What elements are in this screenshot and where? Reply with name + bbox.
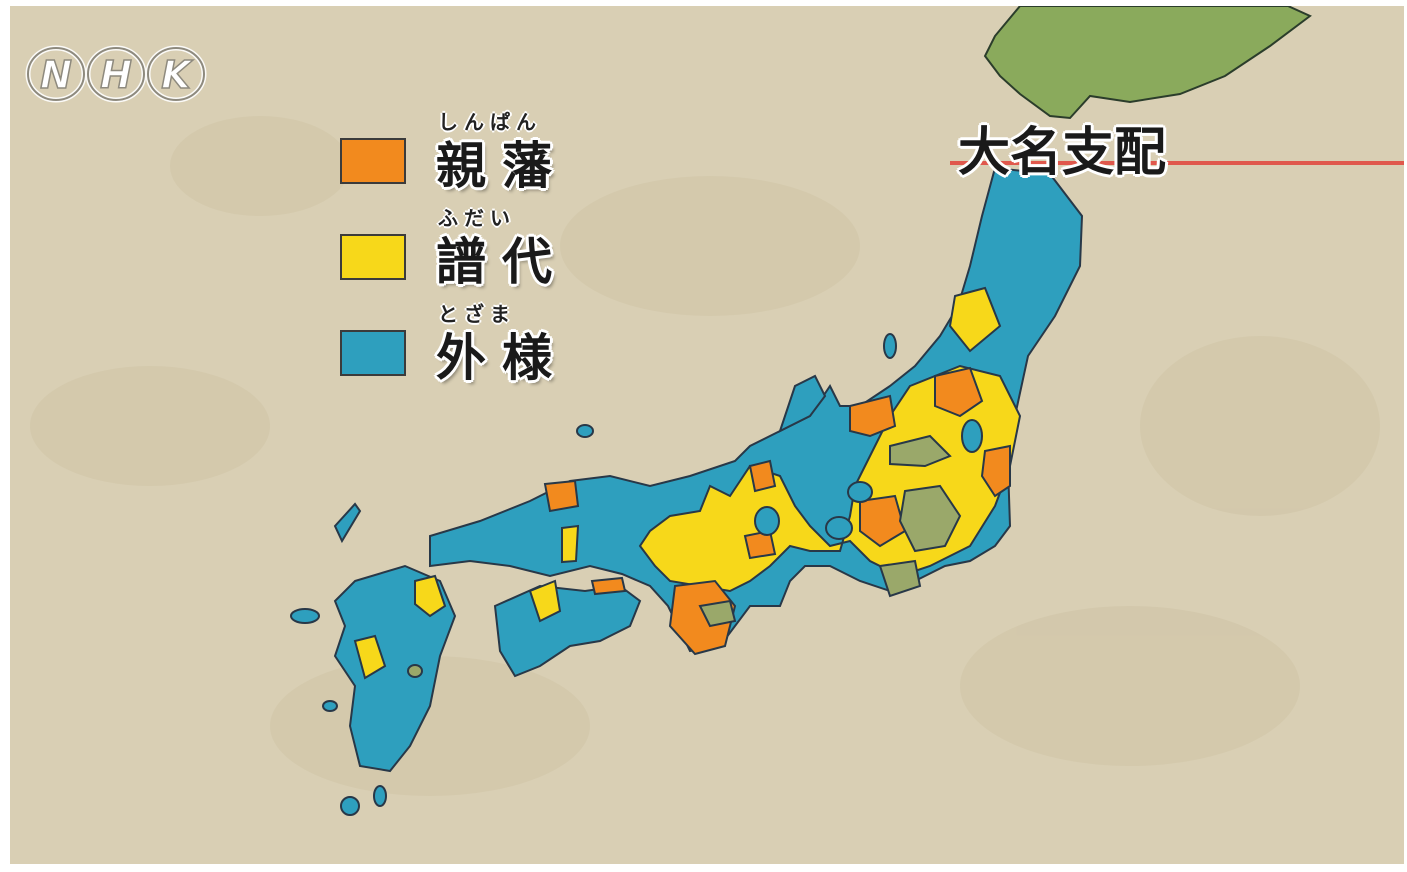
title-underline <box>950 161 1404 165</box>
map-title: 大名支配 <box>958 123 1167 183</box>
legend-ruby-tozama: とざま <box>438 302 516 326</box>
hokkaido-region <box>983 6 1312 120</box>
legend-swatch-shinpan <box>340 138 406 184</box>
legend-swatch-tozama <box>340 330 406 376</box>
islands <box>290 333 897 816</box>
japan-map <box>30 6 1380 816</box>
legend-row-fudai: ふだい 譜代 <box>340 202 600 292</box>
kyushu-region <box>333 564 457 773</box>
parchment-texture <box>30 116 1380 796</box>
logo-letter-h: H <box>100 53 132 97</box>
legend-label-shinpan: 親藩 <box>436 137 568 195</box>
tozama-pockets <box>754 419 983 540</box>
shikoku-region <box>493 584 642 678</box>
legend-ruby-shinpan: しんぱん <box>438 110 542 134</box>
shinpan-domains <box>543 366 1011 656</box>
nhk-logo: N H K <box>22 40 212 110</box>
noto-peninsula <box>778 374 827 433</box>
legend-ruby-fudai: ふだい <box>438 206 516 230</box>
logo-letter-n: N <box>40 53 72 97</box>
map-frame: N H K しんぱん 親藩 ふだい 譜代 とざま 外様 大名支配 <box>10 6 1404 864</box>
legend-label-fudai: 譜代 <box>436 233 568 291</box>
tenryo-domains <box>407 434 962 678</box>
legend-row-shinpan: しんぱん 親藩 <box>340 106 600 196</box>
legend-swatch-fudai <box>340 234 406 280</box>
logo-letter-k: K <box>161 53 193 97</box>
legend-label-tozama: 外様 <box>436 329 568 387</box>
legend-row-tozama: とざま 外様 <box>340 298 600 388</box>
